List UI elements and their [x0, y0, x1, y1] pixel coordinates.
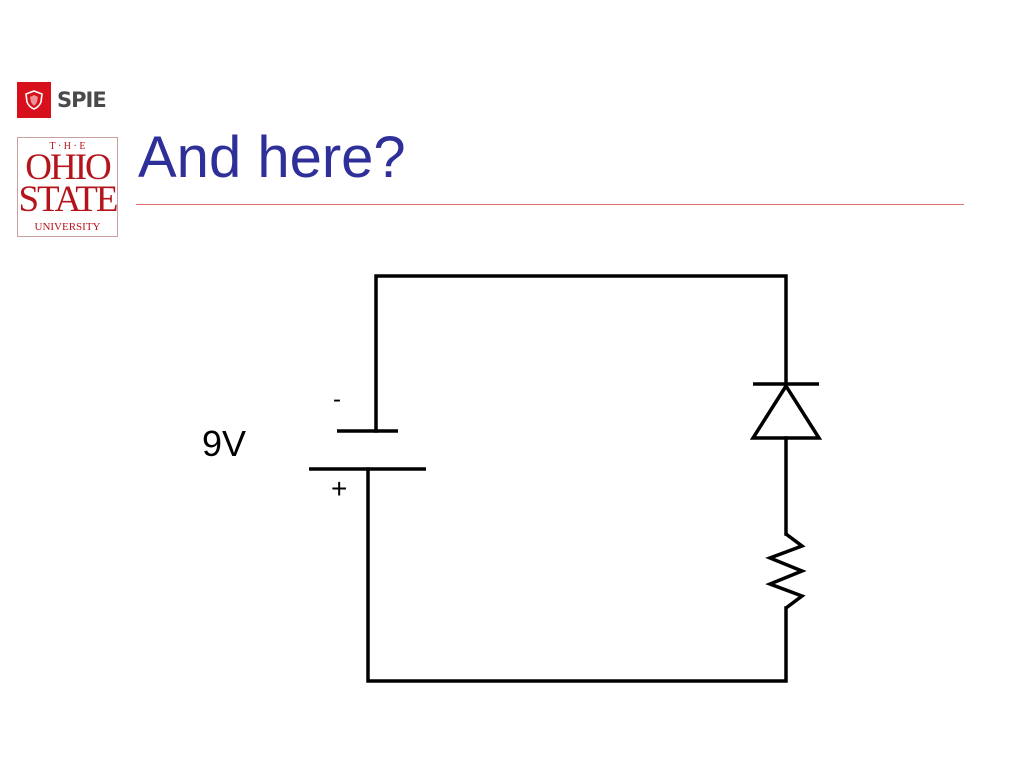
- battery-positive-label: +: [331, 473, 348, 504]
- title-divider: [136, 204, 964, 205]
- osu-logo-state: STATE: [18, 179, 117, 220]
- wire-bottom: [366, 467, 788, 683]
- osu-logo-the: T · H · E: [49, 141, 86, 152]
- ohio-state-logo: T · H · E OHIO STATE UNIVERSITY: [17, 137, 118, 237]
- spie-shield-icon: [17, 82, 51, 118]
- wire-top: [374, 274, 788, 433]
- resistor-symbol: [765, 532, 807, 610]
- battery-symbol: [309, 429, 426, 471]
- battery-negative-label: -: [333, 386, 341, 413]
- battery-voltage-label: 9V: [202, 423, 247, 464]
- spie-logo-text: SPIE: [57, 88, 107, 112]
- spie-logo: SPIE: [17, 82, 107, 118]
- osu-logo-ohio: OHIO: [25, 147, 111, 188]
- diode-symbol: [749, 382, 823, 440]
- osu-logo-university: UNIVERSITY: [34, 221, 101, 233]
- diode-triangle: [749, 382, 823, 440]
- slide-title: And here?: [138, 125, 406, 190]
